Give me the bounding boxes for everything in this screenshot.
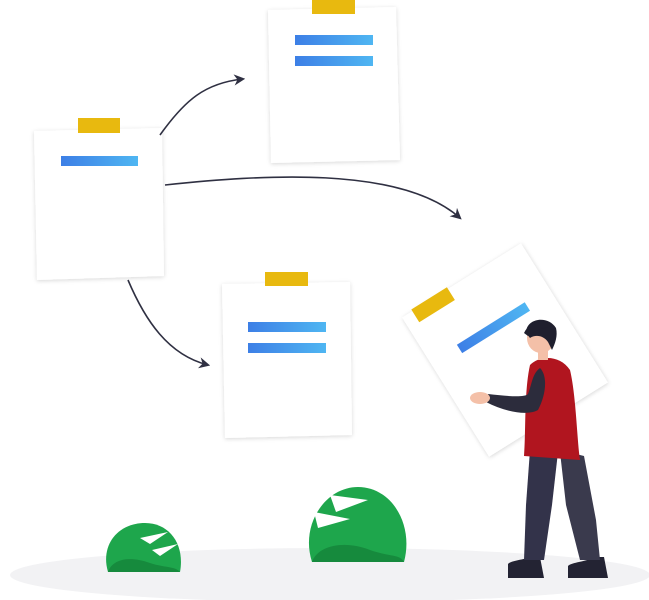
note-card-icon — [34, 118, 164, 280]
bush-icon — [308, 487, 407, 562]
arrow-icon — [127, 279, 211, 369]
note-card-icon — [222, 272, 352, 438]
person-icon — [470, 319, 608, 578]
note-card-icon — [402, 243, 608, 457]
bush-icon — [106, 523, 181, 572]
note-card-icon — [268, 0, 400, 163]
arrow-icon — [159, 74, 246, 136]
arrow-icon — [164, 176, 462, 220]
